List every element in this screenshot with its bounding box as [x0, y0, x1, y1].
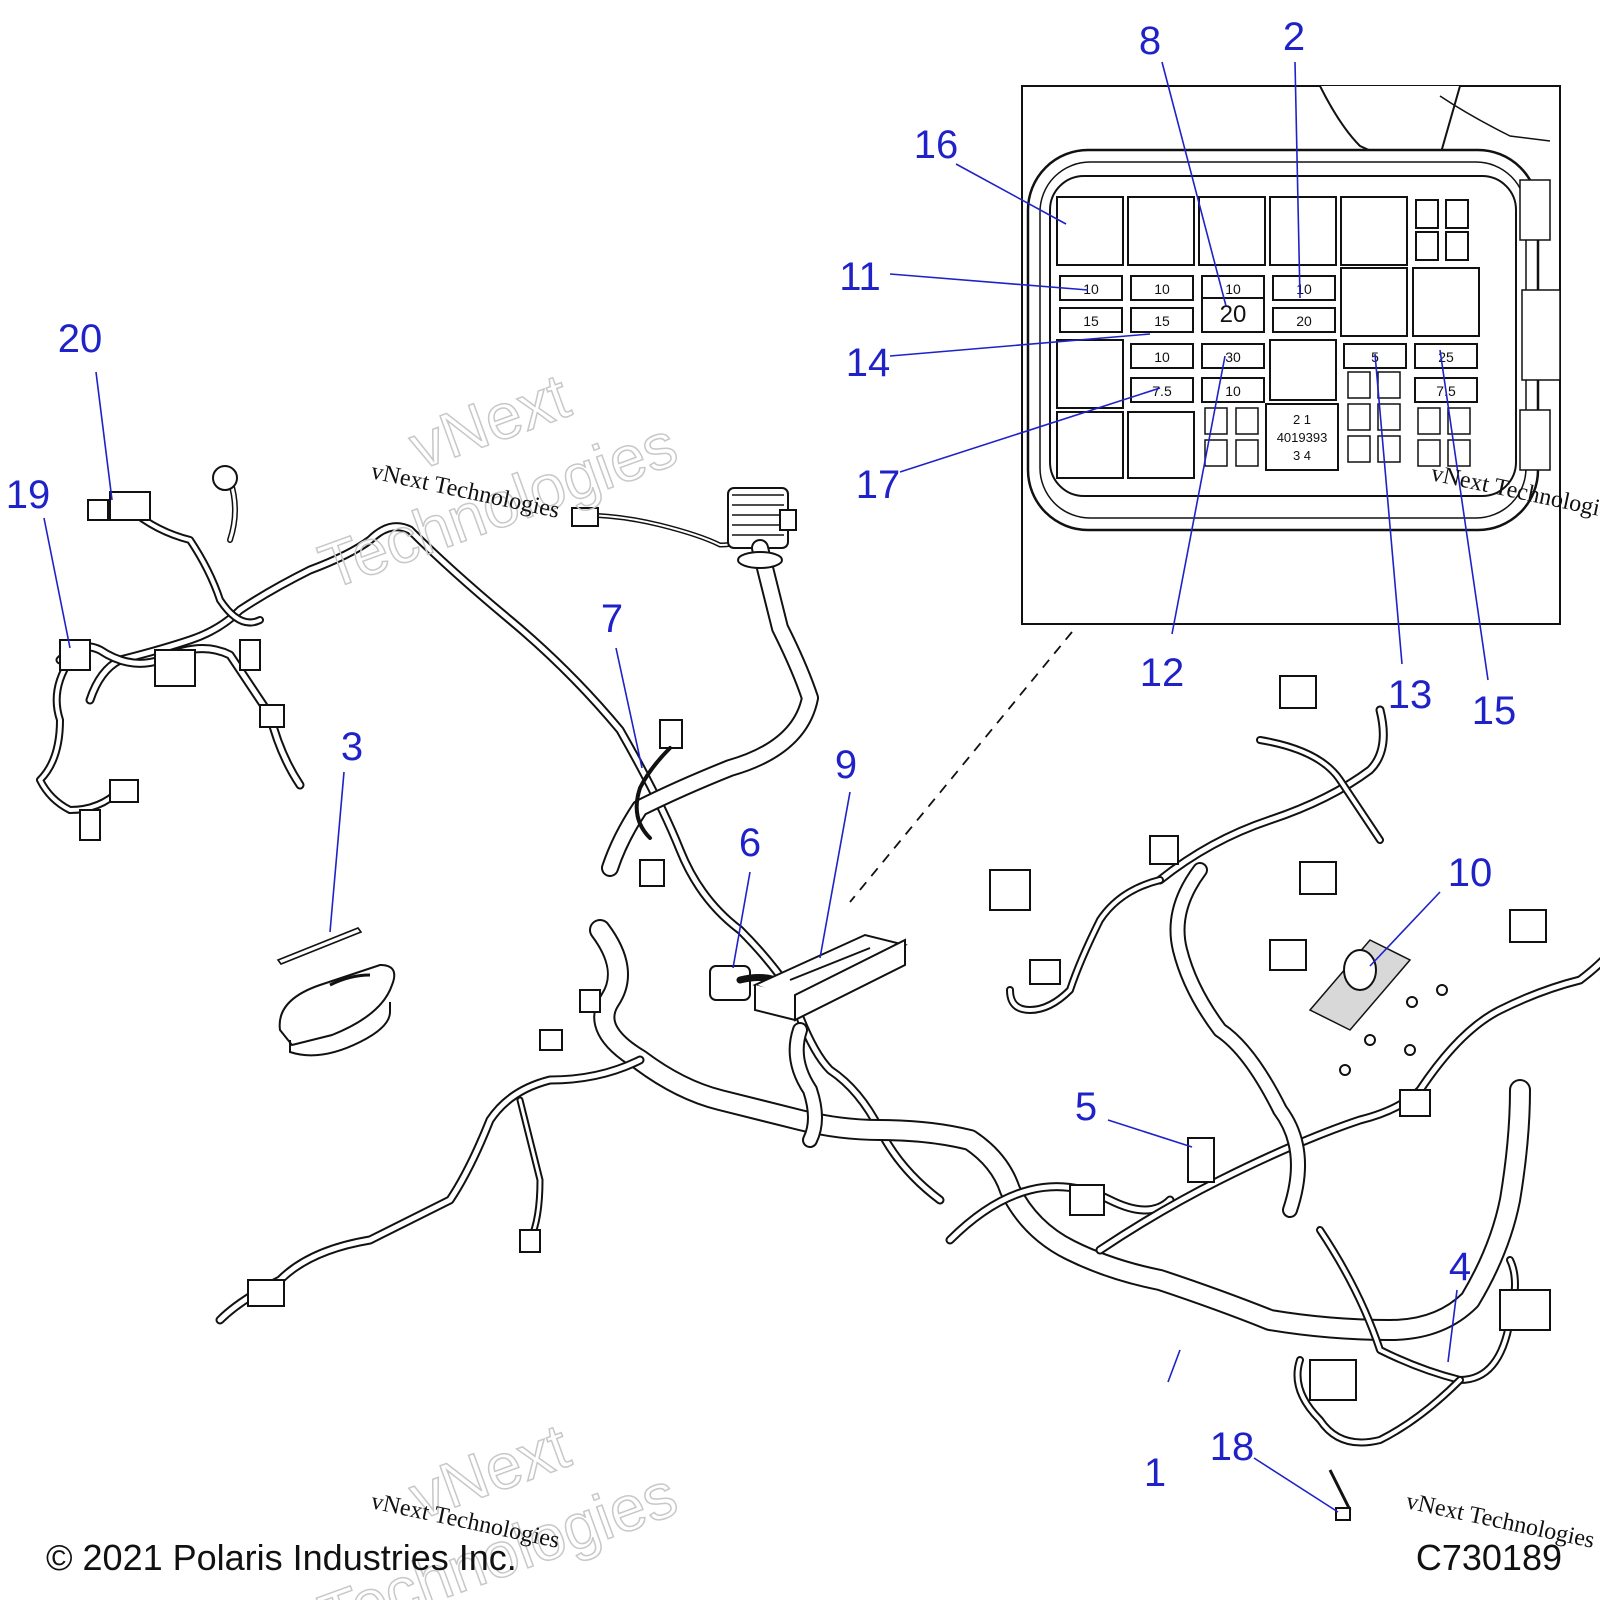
fuse-rating: 15 — [1083, 313, 1099, 329]
fuse-rating: 10 — [1225, 281, 1241, 297]
callout-20: 20 — [58, 317, 103, 361]
callout-15: 15 — [1472, 689, 1517, 733]
upper-harness — [36, 465, 945, 1205]
callout-2: 2 — [1283, 15, 1305, 59]
fuse-rating: 10 — [1296, 281, 1312, 297]
main-ecu-connector — [727, 487, 797, 549]
relay-pin-label: 3 4 — [1293, 448, 1311, 463]
callout-19: 19 — [6, 473, 51, 517]
connector — [109, 491, 151, 521]
relay-part-number: 4019393 — [1277, 430, 1328, 445]
callout-labels: 1 2 3 4 5 6 7 8 9 10 11 12 13 14 15 16 1… — [6, 15, 1517, 1495]
connector-7 — [659, 719, 683, 749]
callout-10: 10 — [1448, 851, 1493, 895]
fuse-rating: 10 — [1225, 383, 1241, 399]
control-module-3 — [276, 927, 396, 1057]
callout-7: 7 — [601, 597, 623, 641]
callout-1: 1 — [1144, 1451, 1166, 1495]
fuse-rating: 30 — [1225, 349, 1241, 365]
callout-16: 16 — [914, 123, 959, 167]
projection-line — [849, 631, 1073, 903]
copyright-text: © 2021 Polaris Industries Inc. — [46, 1537, 517, 1578]
fuse-rating: 20 — [1220, 301, 1247, 328]
callout-5: 5 — [1075, 1085, 1097, 1129]
leader-lines — [43, 61, 1489, 1513]
callout-6: 6 — [739, 821, 761, 865]
fuse-rating: 7.5 — [1152, 383, 1172, 399]
callout-11: 11 — [839, 255, 881, 299]
relay-pin-label: 2 1 — [1293, 412, 1311, 427]
connector-6 — [709, 965, 751, 1001]
connector — [247, 1279, 285, 1307]
main-harness-1 — [215, 675, 1600, 1521]
callout-4: 4 — [1449, 1245, 1471, 1289]
fuse-box-inset: 10 10 10 10 15 15 20 20 2 1 4019393 3 4 — [1021, 85, 1561, 625]
callout-14: 14 — [846, 341, 891, 385]
callout-9: 9 — [835, 743, 857, 787]
drawing-number: C730189 — [1416, 1537, 1562, 1578]
fuse-rating: 10 — [1154, 349, 1170, 365]
grommet-10 — [1308, 939, 1448, 1076]
relay-row-top — [1056, 196, 1408, 266]
fuse-rating: 15 — [1154, 313, 1170, 329]
callout-13: 13 — [1388, 673, 1433, 717]
fuse-rating: 10 — [1083, 281, 1099, 297]
watermark-upper: vNext Technologies vNext Technologies — [309, 359, 686, 604]
callout-3: 3 — [341, 725, 363, 769]
fuse-row-2: 15 15 20 20 — [1059, 297, 1336, 333]
fuse-rating: 20 — [1296, 313, 1312, 329]
callout-18: 18 — [1210, 1425, 1255, 1469]
fuse-box-9 — [752, 933, 908, 1022]
mini-fuse-cluster-top — [1415, 199, 1469, 261]
connector-5 — [1187, 1137, 1215, 1183]
relay-4019393 — [1265, 403, 1339, 471]
fuse-row-4: 7.5 10 7.5 — [1130, 377, 1478, 403]
callout-17: 17 — [856, 463, 901, 507]
callout-12: 12 — [1140, 651, 1185, 695]
fuse-rating: 10 — [1154, 281, 1170, 297]
callout-8: 8 — [1139, 19, 1161, 63]
